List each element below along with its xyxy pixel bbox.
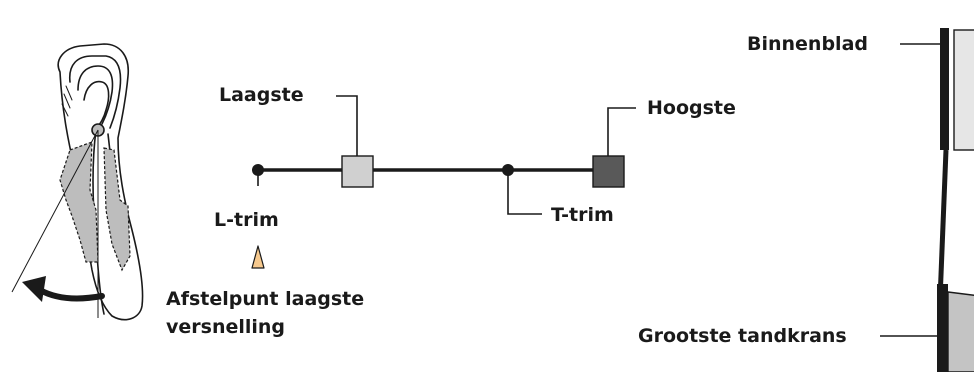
laagste-position-square [341, 155, 374, 188]
chain-line [937, 149, 949, 301]
lever-shaded-blade [59, 141, 131, 272]
grootste-tandkrans-bar [937, 284, 948, 372]
grootste-tandkrans-label: Grootste tandkrans [638, 325, 847, 347]
hoogste-position-square [592, 155, 625, 188]
laagste-leader [336, 95, 358, 156]
grootste-tandkrans-shape [947, 291, 974, 372]
lever-rotation-arrow-icon [22, 276, 105, 302]
t-trim-label: T-trim [551, 204, 614, 226]
afstelpunt-label-line2: versnelling [166, 316, 285, 338]
pointer-arrow-icon [251, 245, 265, 269]
l-trim-label: L-trim [214, 209, 279, 231]
lever-swing-line-1 [11, 129, 99, 293]
binnenblad-label: Binnenblad [747, 33, 868, 55]
binnenblad-bar [940, 28, 949, 150]
guide-plate [953, 29, 974, 151]
hoogste-leader [607, 107, 636, 156]
laagste-label: Laagste [219, 84, 304, 106]
afstelpunt-label-line1: Afstelpunt laagste [166, 288, 364, 310]
hoogste-label: Hoogste [647, 97, 736, 119]
t-trim-leader [507, 170, 542, 215]
derailleur-illustration [937, 28, 974, 372]
